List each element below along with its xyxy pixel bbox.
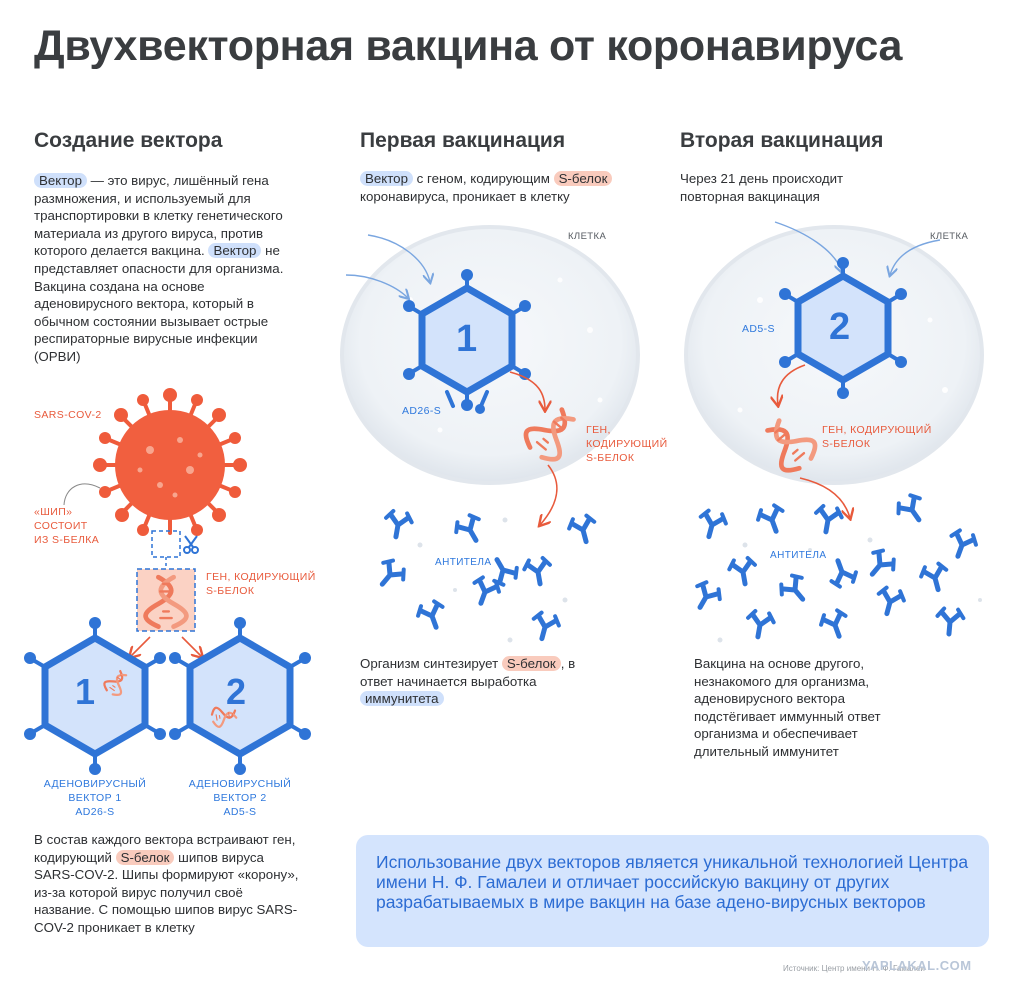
uniqueness-callout-text: Использование двух векторов является уни… <box>376 852 969 912</box>
vector-ad26-label: AD26-S <box>402 405 442 417</box>
second-vaccination-result: Вакцина на основе другого, незнакомого д… <box>694 656 881 759</box>
spike-selection-box <box>151 530 181 558</box>
gene-label-2: ГЕН, КОДИРУЮЩИЙ S-БЕЛОК <box>822 424 932 450</box>
vector-1-caption: АДЕНОВИРУСНЫЙ ВЕКТОР 1 AD26-S <box>43 778 147 818</box>
first-vaccination-intro: Вектор с геном, кодирующим S-белок корон… <box>360 170 630 205</box>
vector-ad5-label: AD5-S <box>742 323 775 335</box>
term-vector: Вектор <box>34 173 87 188</box>
adenovirus-vector-ad26-icon <box>403 269 531 414</box>
sars-cov-2-virus-icon <box>63 388 247 536</box>
entry-arrow-1 <box>367 234 430 282</box>
term-s-protein: S-белок <box>501 656 561 671</box>
source-note: Источник: Центр имени Н. Ф. Гамалеи <box>783 964 925 973</box>
watermark: YAPLAKAL.COM <box>862 958 972 973</box>
adenovirus-vector-1-icon <box>24 617 166 775</box>
spike-label: «ШИП» СОСТОИТ ИЗ S-БЕЛКА <box>34 506 100 546</box>
entry-arrow-2 <box>345 274 408 298</box>
gene-label: ГЕН, КОДИРУЮЩИЙ S-БЕЛОК <box>206 571 316 597</box>
gene-label-1: ГЕН, КОДИРУЮЩИЙ S-БЕЛОК <box>586 424 668 464</box>
vector-1-number: 1 <box>75 671 96 712</box>
term-s-protein: S-белок <box>553 171 613 186</box>
term-vector: Вектор <box>360 171 413 186</box>
heading-vector-creation: Создание вектора <box>34 129 223 152</box>
vector-1-number-cell: 1 <box>456 318 478 360</box>
adenovirus-vector-ad5-icon <box>779 257 907 399</box>
cell-label-2: КЛЕТКА <box>930 231 969 242</box>
antibodies-group-1 <box>372 510 598 642</box>
vector-2-caption: АДЕНОВИРУСНЫЙ ВЕКТОР 2 AD5-S <box>188 778 292 818</box>
vector-composition-text: В состав каждого вектора встраивают ген,… <box>34 832 299 935</box>
antibodies-label-2: АНТИТЕЛА <box>770 550 827 561</box>
vector-2-number: 2 <box>226 671 247 712</box>
heading-first-vaccination: Первая вакцинация <box>360 129 566 152</box>
second-vaccination-intro: Через 21 день происходит повторная вакци… <box>680 171 844 204</box>
vector-2-number-cell: 2 <box>829 306 851 348</box>
scissors-icon <box>183 535 199 554</box>
uniqueness-callout <box>356 835 989 947</box>
vector-definition-text: Вектор — это вирус, лишённый гена размно… <box>34 173 284 364</box>
antibodies-group-2 <box>689 492 979 641</box>
page-title: Двухвекторная вакцина от коронавируса <box>34 22 903 70</box>
term-vector: Вектор <box>208 243 262 259</box>
adenovirus-vector-2-icon <box>169 617 311 775</box>
first-vaccination-result: Организм синтезирует S-белок, в ответ на… <box>360 656 576 707</box>
sars-cov-2-label: SARS-COV-2 <box>34 409 102 421</box>
heading-second-vaccination: Вторая вакцинация <box>680 129 884 152</box>
term-s-protein: S-белок <box>115 849 175 865</box>
term-immunity: иммунитета <box>360 691 444 707</box>
cell-label-1: КЛЕТКА <box>568 231 607 242</box>
antibodies-label-1: АНТИТЕЛА <box>435 557 492 568</box>
